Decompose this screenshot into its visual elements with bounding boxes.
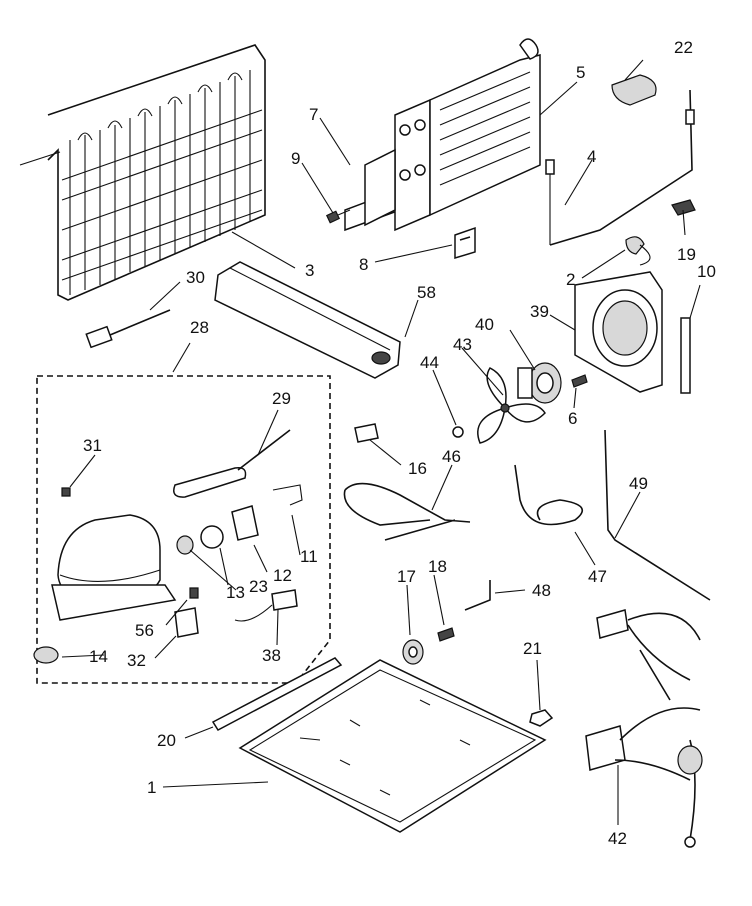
grommet-14 (33, 646, 59, 664)
callout-12: 12 (273, 566, 292, 585)
callout-42: 42 (608, 829, 627, 848)
cap-22 (611, 74, 657, 106)
heater-loop-46 (343, 482, 471, 541)
overload-13 (176, 535, 194, 555)
terminal-32 (174, 607, 199, 638)
callout-1: 1 (147, 778, 156, 797)
callout-32: 32 (127, 651, 146, 670)
callout-40: 40 (475, 315, 494, 334)
base-pan-1 (238, 659, 547, 833)
strip-10 (680, 317, 691, 394)
callout-5: 5 (576, 63, 585, 82)
nut-21 (529, 709, 554, 727)
harness-30 (85, 309, 171, 349)
callout-11: 11 (300, 547, 318, 566)
callout-38: 38 (262, 646, 281, 665)
screw-6 (571, 374, 588, 388)
callout-44: 44 (420, 353, 439, 372)
rail-20 (211, 657, 343, 731)
clip-8 (454, 226, 476, 260)
capacitor-29 (173, 429, 291, 498)
compressor-kit-boundary-28 (36, 375, 331, 684)
callout-17: 17 (397, 567, 416, 586)
callout-22: 22 (674, 38, 693, 57)
callout-21: 21 (523, 639, 542, 658)
callout-19: 19 (677, 245, 696, 264)
screw-56 (189, 587, 199, 599)
callout-47: 47 (588, 567, 607, 586)
plug-19 (671, 199, 696, 216)
fan-motor-40 (517, 362, 562, 404)
callout-56: 56 (135, 621, 154, 640)
callout-31: 31 (83, 436, 102, 455)
callout-14: 14 (89, 647, 108, 666)
clip-11 (272, 484, 303, 506)
callout-2: 2 (566, 270, 575, 289)
screw-31 (61, 487, 71, 497)
wiring-harness-42 (585, 609, 703, 848)
tube-49 (604, 429, 711, 601)
callout-8: 8 (359, 255, 368, 274)
callout-9: 9 (291, 149, 300, 168)
callout-49: 49 (629, 474, 648, 493)
condenser-coil (19, 44, 266, 301)
callout-28: 28 (190, 318, 209, 337)
callout-20: 20 (157, 731, 176, 750)
sensor-wire-4 (545, 89, 695, 246)
leader-lines (61, 59, 701, 825)
callout-3: 3 (305, 261, 314, 280)
callout-18: 18 (428, 557, 447, 576)
drain-trough-58 (214, 261, 401, 379)
relay-23 (200, 525, 224, 549)
callout-6: 6 (568, 409, 577, 428)
callout-48: 48 (532, 581, 551, 600)
pin-48 (464, 580, 491, 611)
callout-labels: 1 2 3 4 5 6 7 8 9 10 11 12 13 14 16 17 1… (83, 38, 716, 848)
compressor (51, 514, 177, 621)
fan-shroud-39 (574, 271, 663, 393)
tube-47 (514, 464, 584, 526)
relay-12 (231, 505, 259, 541)
screw-9 (325, 209, 351, 224)
callout-16: 16 (408, 459, 427, 478)
motor-plug-2 (625, 236, 651, 266)
washer-44 (452, 426, 464, 438)
callout-7: 7 (309, 105, 318, 124)
callout-10: 10 (697, 262, 716, 281)
bolt-18 (437, 627, 455, 642)
callout-4: 4 (587, 147, 596, 166)
callout-58: 58 (417, 283, 436, 302)
callout-13: 13 (226, 583, 245, 602)
bracket-16 (354, 423, 379, 443)
callout-39: 39 (530, 302, 549, 321)
callout-30: 30 (186, 268, 205, 287)
callout-43: 43 (453, 335, 472, 354)
callout-29: 29 (272, 389, 291, 408)
harness-38 (234, 589, 298, 622)
evaporator-assembly (344, 38, 541, 232)
callout-23: 23 (249, 577, 268, 596)
roller-17 (402, 639, 424, 665)
callout-46: 46 (442, 447, 461, 466)
